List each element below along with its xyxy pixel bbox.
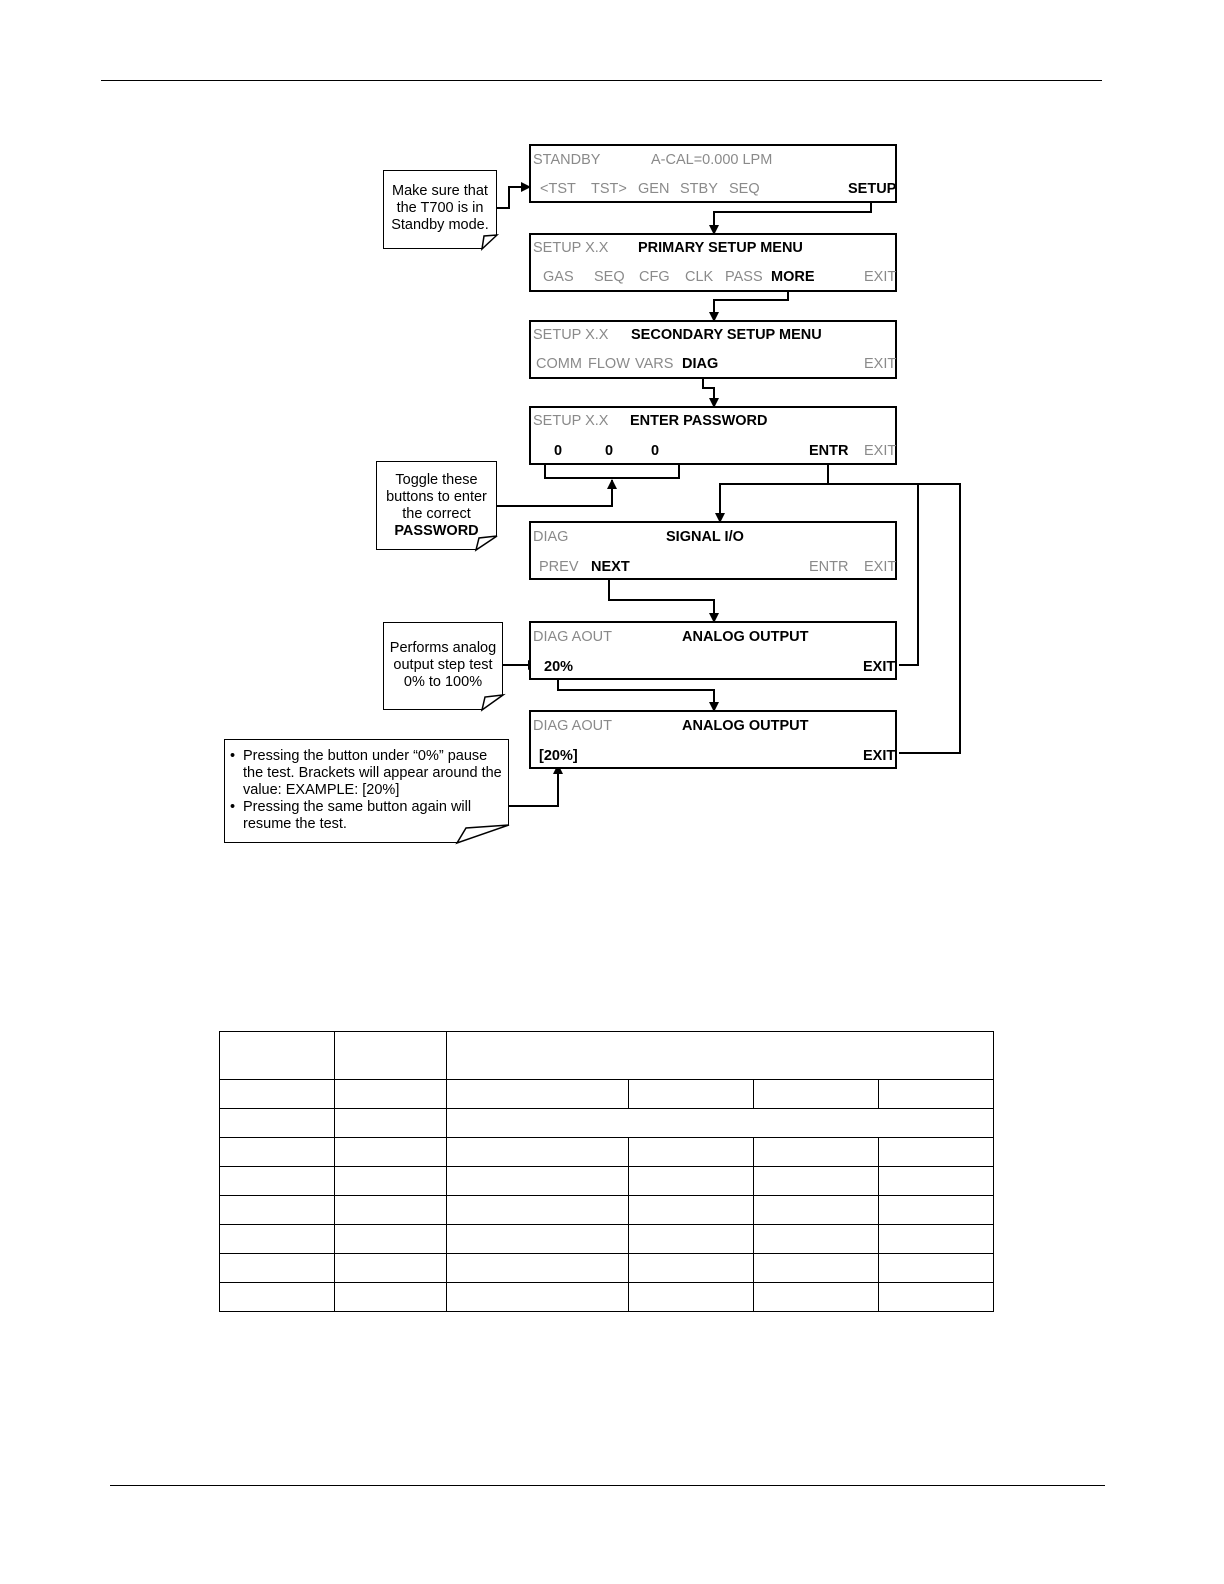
setup-button[interactable]: SETUP	[848, 181, 897, 197]
menu-title: ANALOG OUTPUT	[682, 629, 809, 645]
flow-button[interactable]: FLOW	[588, 356, 630, 372]
mode-text: SETUP X.X	[533, 240, 609, 256]
password-display: SETUP X.X ENTER PASSWORD 0 0 0 ENTR EXIT	[529, 406, 897, 465]
signal-io-display: DIAG SIGNAL I/O PREV NEXT ENTR EXIT	[529, 521, 897, 580]
password-digit-3[interactable]: 0	[651, 443, 660, 459]
mode-text: SETUP X.X	[533, 327, 609, 343]
gas-button[interactable]: GAS	[543, 269, 574, 285]
table-row	[219, 1079, 994, 1109]
reading-text: A-CAL=0.000 LPM	[651, 152, 773, 168]
analog-output-paused-display: DIAG AOUT ANALOG OUTPUT [20%] EXIT	[529, 710, 897, 769]
table-row	[219, 1108, 994, 1138]
pause-note: Pressing the button under “0%” pause the…	[224, 739, 509, 843]
table-row	[219, 1195, 994, 1225]
footer-rule	[110, 1485, 1105, 1486]
comm-button[interactable]: COMM	[536, 356, 582, 372]
step-test-note: Performs analog output step test 0% to 1…	[383, 622, 503, 710]
more-button[interactable]: MORE	[771, 269, 815, 285]
exit-button[interactable]: EXIT	[863, 659, 896, 675]
table-cell	[334, 1031, 447, 1080]
exit-button[interactable]: EXIT	[863, 748, 896, 764]
primary-setup-display: SETUP X.X PRIMARY SETUP MENU GAS SEQ CFG…	[529, 233, 897, 292]
menu-title: ANALOG OUTPUT	[682, 718, 809, 734]
mode-text: DIAG AOUT	[533, 718, 612, 734]
secondary-setup-display: SETUP X.X SECONDARY SETUP MENU COMM FLOW…	[529, 320, 897, 379]
table-row	[219, 1166, 994, 1196]
standby-note: Make sure that the T700 is in Standby mo…	[383, 170, 497, 249]
entr-button[interactable]: ENTR	[809, 559, 849, 575]
seq-button[interactable]: SEQ	[594, 269, 625, 285]
blank-table	[219, 1031, 994, 1312]
pass-button[interactable]: PASS	[725, 269, 763, 285]
seq-button[interactable]: SEQ	[729, 181, 760, 197]
password-note: Toggle these buttons to enter the correc…	[376, 461, 497, 550]
menu-title: SIGNAL I/O	[666, 529, 744, 545]
diag-button[interactable]: DIAG	[682, 356, 719, 372]
cfg-button[interactable]: CFG	[639, 269, 670, 285]
table-cell	[219, 1031, 335, 1080]
menu-title: ENTER PASSWORD	[630, 413, 768, 429]
stby-button[interactable]: STBY	[680, 181, 718, 197]
mode-text: SETUP X.X	[533, 413, 609, 429]
paused-value-button[interactable]: [20%]	[539, 748, 578, 764]
tst-forward-button[interactable]: TST>	[591, 181, 627, 197]
step-value-button[interactable]: 20%	[544, 659, 574, 675]
table-row	[219, 1282, 994, 1312]
exit-button[interactable]: EXIT	[864, 269, 897, 285]
next-button[interactable]: NEXT	[591, 559, 630, 575]
exit-button[interactable]: EXIT	[864, 559, 897, 575]
vars-button[interactable]: VARS	[635, 356, 674, 372]
mode-text: DIAG	[533, 529, 569, 545]
standby-display: STANDBY A-CAL=0.000 LPM <TST TST> GEN ST…	[529, 144, 897, 203]
mode-text: DIAG AOUT	[533, 629, 612, 645]
table-row	[219, 1253, 994, 1283]
status-text: STANDBY	[533, 152, 601, 168]
entr-button[interactable]: ENTR	[809, 443, 849, 459]
prev-button[interactable]: PREV	[539, 559, 579, 575]
gen-button[interactable]: GEN	[638, 181, 670, 197]
clk-button[interactable]: CLK	[685, 269, 714, 285]
password-digit-2[interactable]: 0	[605, 443, 614, 459]
menu-title: PRIMARY SETUP MENU	[638, 240, 803, 256]
table-cell	[446, 1031, 994, 1080]
table-row	[219, 1137, 994, 1167]
password-digit-1[interactable]: 0	[554, 443, 563, 459]
exit-button[interactable]: EXIT	[864, 443, 897, 459]
table-row	[219, 1224, 994, 1254]
menu-title: SECONDARY SETUP MENU	[631, 327, 822, 343]
exit-button[interactable]: EXIT	[864, 356, 897, 372]
analog-output-display: DIAG AOUT ANALOG OUTPUT 20% EXIT	[529, 621, 897, 680]
header-rule	[101, 80, 1102, 81]
tst-back-button[interactable]: <TST	[540, 181, 576, 197]
